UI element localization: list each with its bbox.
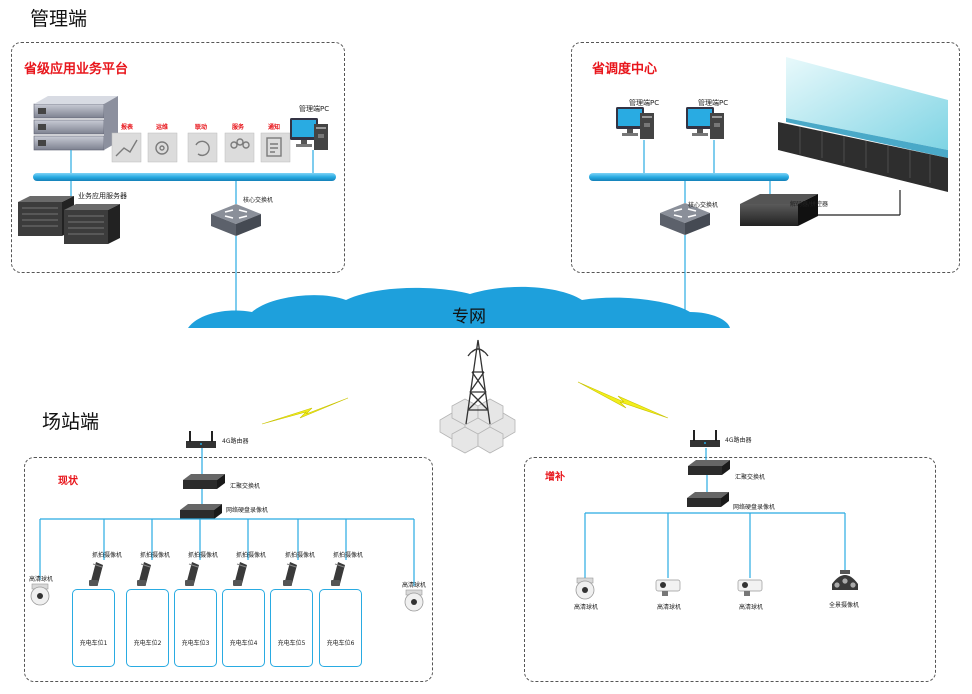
- supplement-device-label: 全景摄像机: [829, 602, 860, 609]
- dispatch-pc2-label: 管理端PC: [698, 99, 729, 107]
- private-network-label: 专网: [452, 307, 486, 327]
- snap-camera-label: 抓拍摄像机: [188, 552, 219, 559]
- dome-left-label: 高清球机: [29, 576, 54, 583]
- charging-bay: 充电车位1: [72, 589, 115, 667]
- charging-bay-label: 充电车位1: [79, 640, 108, 647]
- server-label: 业务应用服务器: [78, 192, 127, 200]
- current-nvr-label: 网络硬盘录像机: [226, 507, 269, 514]
- current-router-label: 4G路由器: [222, 438, 249, 445]
- site-section-title: 场站端: [42, 411, 100, 433]
- dispatch-switch-label: 核心交换机: [688, 202, 719, 209]
- charging-bay: 充电车位6: [319, 589, 362, 667]
- admin-pc-label: 管理端PC: [299, 105, 330, 113]
- management-section-title: 管理端: [30, 8, 88, 30]
- charging-bay: 充电车位4: [222, 589, 265, 667]
- charging-bay: 充电车位2: [126, 589, 169, 667]
- supplement-nvr-label: 网络硬盘录像机: [733, 504, 776, 511]
- dispatch-pc1-label: 管理端PC: [629, 99, 660, 107]
- feature-label-linkage: 联动: [195, 124, 208, 131]
- current-agg-switch-label: 汇聚交换机: [230, 483, 261, 490]
- feature-label-ops: 运维: [156, 124, 169, 131]
- decoder-label: 解码器/拼控器: [790, 201, 829, 208]
- platform-title: 省级应用业务平台: [24, 62, 129, 77]
- platform-region: [11, 42, 345, 273]
- supplement-device-label: 高清球机: [574, 604, 599, 611]
- supplement-device-label: 高清球机: [739, 604, 764, 611]
- platform-switch-label: 核心交换机: [243, 197, 274, 204]
- dispatch-title: 省调度中心: [592, 62, 658, 77]
- charging-bay-label: 充电车位5: [277, 640, 306, 647]
- feature-label-service: 服务: [232, 124, 245, 131]
- charging-bay-label: 充电车位3: [181, 640, 210, 647]
- snap-camera-label: 抓拍摄像机: [140, 552, 171, 559]
- charging-bay-label: 充电车位4: [229, 640, 258, 647]
- snap-camera-label: 抓拍摄像机: [333, 552, 364, 559]
- current-region: [24, 457, 433, 682]
- supplement-device-label: 高清球机: [657, 604, 682, 611]
- feature-label-report: 报表: [121, 124, 134, 131]
- feature-label-notify: 通知: [268, 124, 281, 131]
- supplement-title: 增补: [545, 472, 565, 483]
- supplement-router-label: 4G路由器: [725, 437, 752, 444]
- current-title: 现状: [58, 476, 78, 487]
- snap-camera-label: 抓拍摄像机: [236, 552, 267, 559]
- dome-right-label: 高清球机: [402, 582, 427, 589]
- charging-bay-label: 充电车位2: [133, 640, 162, 647]
- snap-camera-label: 抓拍摄像机: [285, 552, 316, 559]
- supplement-agg-switch-label: 汇聚交换机: [735, 474, 766, 481]
- charging-bay-label: 充电车位6: [326, 640, 355, 647]
- charging-bay: 充电车位3: [174, 589, 217, 667]
- snap-camera-label: 抓拍摄像机: [92, 552, 123, 559]
- supplement-region: [524, 457, 936, 682]
- charging-bay: 充电车位5: [270, 589, 313, 667]
- dispatch-region: [571, 42, 960, 273]
